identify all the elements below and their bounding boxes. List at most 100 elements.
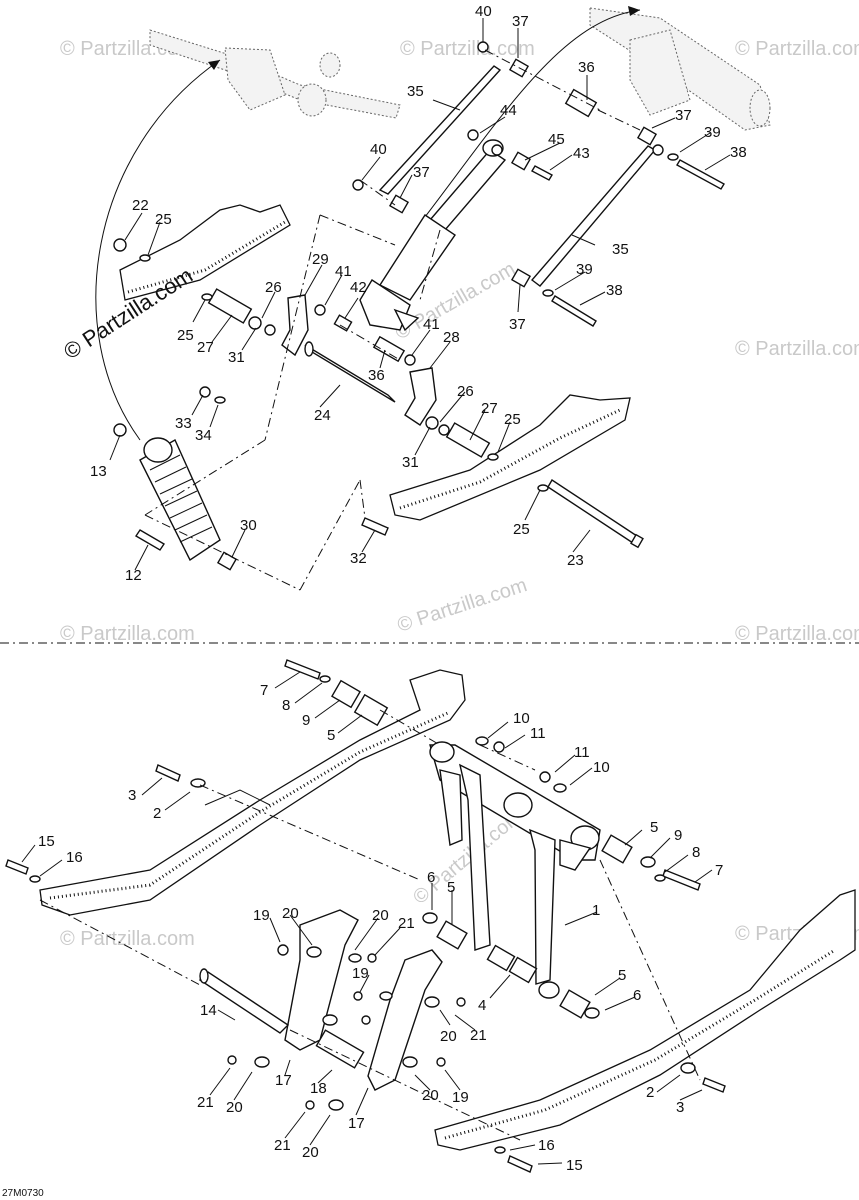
callout-2: 2	[646, 1084, 654, 1101]
callout-5: 5	[447, 879, 455, 896]
bolts-bottom	[5, 659, 726, 1173]
callout-22: 22	[132, 197, 149, 214]
callout-30: 30	[240, 517, 257, 534]
bolts-top	[135, 159, 725, 551]
callout-3: 3	[128, 787, 136, 804]
link-rod-35-left	[378, 65, 502, 195]
watermark: © Partzilla.com	[60, 623, 195, 645]
callout-5: 5	[327, 727, 335, 744]
callout-6: 6	[633, 987, 641, 1004]
callout-9: 9	[674, 827, 682, 844]
shock-absorber-upper	[359, 139, 507, 332]
slide-rail-right-bottom	[434, 889, 856, 1151]
callout-21: 21	[470, 1027, 487, 1044]
callout-20: 20	[302, 1144, 319, 1161]
callout-17: 17	[348, 1115, 365, 1132]
callout-39: 39	[704, 124, 721, 141]
callout-21: 21	[197, 1094, 214, 1111]
washers-bottom	[29, 675, 696, 1154]
callout-16: 16	[66, 849, 83, 866]
callout-9: 9	[302, 712, 310, 729]
slide-rail-right-top	[389, 394, 631, 521]
drawing-code: 27M0730	[2, 1188, 44, 1199]
slide-rail-left-top	[119, 204, 291, 301]
callout-20: 20	[372, 907, 389, 924]
callout-15: 15	[38, 833, 55, 850]
callout-33: 33	[175, 415, 192, 432]
watermark: © Partzilla.com	[735, 623, 859, 645]
callout-19: 19	[352, 965, 369, 982]
callout-45: 45	[548, 131, 565, 148]
callout-35: 35	[612, 241, 629, 258]
ghost-cross-shaft-left	[149, 29, 401, 119]
callout-21: 21	[274, 1137, 291, 1154]
callout-7: 7	[260, 682, 268, 699]
watermark: © Partzilla.com	[735, 338, 859, 360]
callout-15: 15	[566, 1157, 583, 1174]
callout-41: 41	[423, 316, 440, 333]
callout-35: 35	[407, 83, 424, 100]
callout-23: 23	[567, 552, 584, 569]
assembly-lines-top	[144, 49, 641, 591]
callout-20: 20	[282, 905, 299, 922]
callout-13: 13	[90, 463, 107, 480]
callout-29: 29	[312, 251, 329, 268]
assembly-lines-bottom	[39, 709, 701, 1141]
callout-26: 26	[265, 279, 282, 296]
shaft-23	[547, 479, 641, 546]
callout-5: 5	[650, 819, 658, 836]
callout-25: 25	[155, 211, 172, 228]
callout-27: 27	[197, 339, 214, 356]
spacers-top	[207, 58, 658, 571]
callout-37: 37	[512, 13, 529, 30]
callout-32: 32	[350, 550, 367, 567]
callout-12: 12	[125, 567, 142, 584]
callout-40: 40	[475, 3, 492, 20]
callout-1: 1	[592, 902, 600, 919]
curved-arrow	[414, 9, 641, 231]
callout-37: 37	[413, 164, 430, 181]
callout-10: 10	[593, 759, 610, 776]
callout-41: 41	[335, 263, 352, 280]
shock-absorber-lower	[139, 437, 221, 562]
callout-27: 27	[481, 400, 498, 417]
callout-20: 20	[226, 1099, 243, 1116]
callout-26: 26	[457, 383, 474, 400]
callout-19: 19	[452, 1089, 469, 1106]
callout-11: 11	[530, 725, 546, 742]
callout-25: 25	[513, 521, 530, 538]
callout-labels: 40 37 36 35 44 37 39 38 45 43 40 37 22 2…	[38, 3, 747, 1174]
callout-31: 31	[228, 349, 245, 366]
callout-20: 20	[422, 1087, 439, 1104]
arrow-head-icon	[208, 60, 220, 70]
callout-42: 42	[350, 279, 367, 296]
callout-8: 8	[282, 697, 290, 714]
link-bracket-17-right	[367, 949, 443, 1091]
watermark: © Partzilla.com	[400, 38, 535, 60]
curved-arrow	[95, 59, 221, 441]
callout-38: 38	[730, 144, 747, 161]
callout-17: 17	[275, 1072, 292, 1089]
bracket-29	[281, 294, 309, 357]
callout-11: 11	[574, 744, 590, 761]
callout-40: 40	[370, 141, 387, 158]
callout-20: 20	[440, 1028, 457, 1045]
front-arm-1	[429, 741, 601, 985]
callout-39: 39	[576, 261, 593, 278]
front-suspension-bottom-view	[5, 659, 856, 1173]
callout-4: 4	[478, 997, 486, 1014]
callout-3: 3	[676, 1099, 684, 1116]
callout-25: 25	[177, 327, 194, 344]
callout-37: 37	[675, 107, 692, 124]
bushings-5	[331, 679, 633, 1019]
arrow-head-icon	[628, 6, 640, 16]
watermark: © Partzilla.com	[735, 38, 859, 60]
callout-38: 38	[606, 282, 623, 299]
link-bracket-17-left	[284, 909, 359, 1051]
callout-10: 10	[513, 710, 530, 727]
callout-44: 44	[500, 102, 517, 119]
callout-6: 6	[427, 869, 435, 886]
callout-21: 21	[398, 915, 415, 932]
callout-8: 8	[692, 844, 700, 861]
